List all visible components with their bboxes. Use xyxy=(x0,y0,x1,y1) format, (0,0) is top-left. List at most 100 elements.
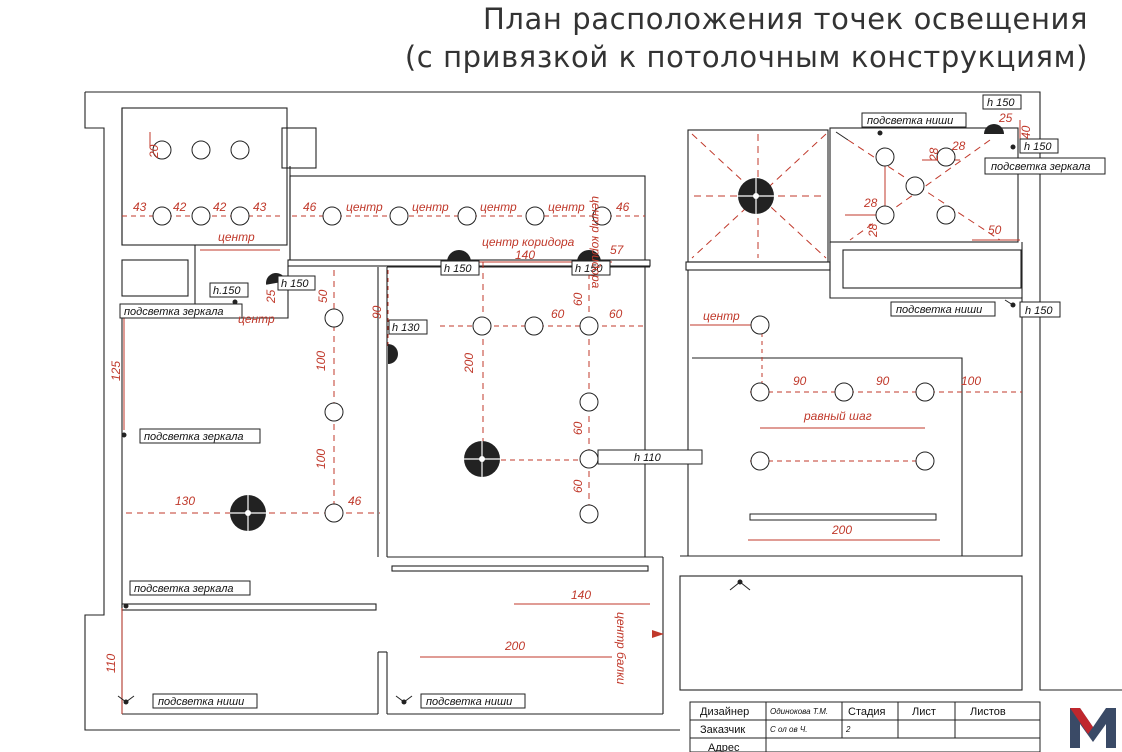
spot-light xyxy=(750,315,770,335)
spot-light xyxy=(875,147,895,167)
dim-value: 125 xyxy=(109,361,123,381)
dim-value: 42 xyxy=(213,200,227,214)
label-height: h 130 xyxy=(392,322,420,334)
label-height: h 150 xyxy=(444,263,472,275)
plan-title-line1: План расположения точек освещения xyxy=(482,2,1088,36)
sheet-label: Лист xyxy=(912,706,936,718)
label-mirror-lighting: подсветка зеркала xyxy=(991,161,1091,173)
dim-value: 42 xyxy=(173,200,187,214)
stage-label: Стадия xyxy=(848,706,886,718)
dim-value: 90 xyxy=(876,374,890,388)
dim-value: 50 xyxy=(316,289,330,303)
note-center: центр xyxy=(346,200,383,214)
dim-value: 140 xyxy=(571,588,591,602)
plan-title-line2: (с привязкой к потолочным конструкциям) xyxy=(404,40,1088,74)
sheets-count-label: Листов xyxy=(970,706,1006,718)
spot-light xyxy=(389,206,409,226)
dim-value: 130 xyxy=(175,494,195,508)
spot-light xyxy=(230,140,250,160)
label-texts: подсветка ниши h 150 h 150 подсветка зер… xyxy=(124,97,1091,708)
dim-value: 43 xyxy=(133,200,147,214)
spot-light xyxy=(579,316,599,336)
wall-lamp xyxy=(388,344,398,364)
designer-label: Дизайнер xyxy=(700,706,749,718)
dim-value: 28 xyxy=(927,147,941,162)
dim-value: 90 xyxy=(793,374,807,388)
company-logo-icon xyxy=(1070,708,1116,748)
dim-value: 28 xyxy=(863,196,878,210)
title-block-texts: Дизайнер Одинокова Т.М. Стадия Лист Лист… xyxy=(700,706,1006,752)
spot-lights xyxy=(152,140,956,524)
spot-light xyxy=(936,205,956,225)
spot-light xyxy=(324,503,344,523)
note-equal-step: равный шаг xyxy=(803,409,872,423)
label-height: h 110 xyxy=(634,452,662,464)
note-center: центр xyxy=(548,200,585,214)
note-center: центр xyxy=(238,312,275,326)
label-height: h 150 xyxy=(1025,305,1053,317)
spot-light xyxy=(324,402,344,422)
label-height: h 150 xyxy=(575,263,603,275)
spot-light xyxy=(524,316,544,336)
label-mirror-lighting: подсветка зеркала xyxy=(134,583,234,595)
spot-light xyxy=(750,382,770,402)
dim-value: 200 xyxy=(504,639,525,653)
note-center: центр xyxy=(218,230,255,244)
chandelier xyxy=(738,178,774,214)
spot-light xyxy=(875,205,895,225)
dim-value: 110 xyxy=(104,654,118,673)
label-height: h 150 xyxy=(281,278,309,290)
dim-value: 57 xyxy=(610,243,625,257)
chandeliers xyxy=(230,124,1004,531)
dim-value: 25 xyxy=(264,289,278,304)
dim-value: 40 xyxy=(1019,125,1033,139)
spot-light xyxy=(152,206,172,226)
label-mirror-lighting: подсветка зеркала xyxy=(144,431,244,443)
label-height: h.150 xyxy=(213,285,241,297)
dim-value: 25 xyxy=(998,111,1013,125)
spot-light xyxy=(472,316,492,336)
dim-value: 140 xyxy=(515,248,535,262)
spot-light xyxy=(915,382,935,402)
spot-light xyxy=(915,451,935,471)
spot-light xyxy=(905,176,925,196)
customer-label: Заказчик xyxy=(700,724,745,736)
dim-value: 50 xyxy=(988,223,1002,237)
dim-value: 46 xyxy=(616,200,630,214)
spot-light xyxy=(592,206,612,226)
note-center: центр xyxy=(412,200,449,214)
title-block xyxy=(689,701,1041,752)
dim-value: 28 xyxy=(866,223,880,238)
dim-value: 60 xyxy=(571,479,585,493)
dim-value: 200 xyxy=(831,523,852,537)
label-height: h 150 xyxy=(1024,141,1052,153)
dim-value: 60 xyxy=(551,307,565,321)
spot-light xyxy=(834,382,854,402)
dimension-texts: 20 43 42 42 43 центр 46 центр центр цент… xyxy=(104,111,1033,685)
dim-value: 46 xyxy=(348,494,362,508)
dim-value: 100 xyxy=(314,449,328,469)
spot-light xyxy=(191,206,211,226)
spot-light xyxy=(152,140,172,160)
wall-lamp xyxy=(984,124,1004,134)
walls xyxy=(84,91,1122,731)
dim-value: 46 xyxy=(303,200,317,214)
dim-value: 60 xyxy=(609,307,623,321)
dim-value: 43 xyxy=(253,200,267,214)
spot-light xyxy=(322,206,342,226)
wall-lamp xyxy=(577,250,601,262)
spot-light xyxy=(230,206,250,226)
dim-value: 20 xyxy=(147,144,161,159)
address-label: Адрес xyxy=(708,742,740,752)
note-center: центр xyxy=(703,309,740,323)
dim-value: 60 xyxy=(571,421,585,435)
label-niche-lighting: подсветка ниши xyxy=(426,696,512,708)
spot-light xyxy=(750,451,770,471)
chandelier xyxy=(464,441,500,477)
label-niche-lighting: подсветка ниши xyxy=(896,304,982,316)
chandelier xyxy=(230,495,266,531)
spot-light xyxy=(191,140,211,160)
wall-lamp xyxy=(447,250,471,262)
note-corridor-center-vertical: центр коридора xyxy=(589,196,603,289)
spot-light xyxy=(936,147,956,167)
